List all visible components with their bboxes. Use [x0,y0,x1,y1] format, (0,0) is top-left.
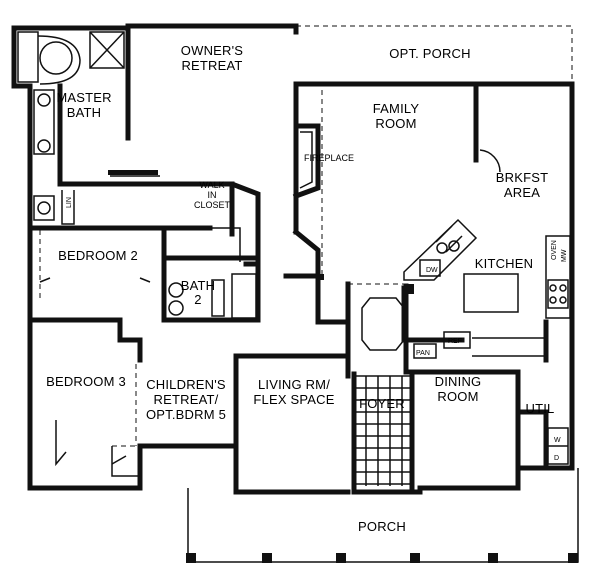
label-util: UTIL [526,401,555,416]
label-childrens-3: OPT.BDRM 5 [146,407,226,422]
label-bath-2-1: BATH [181,278,216,293]
label-living-1: LIVING RM/ [258,377,330,392]
exterior-walls [11,23,575,495]
label-porch: PORCH [358,519,406,534]
center-rooms [233,273,521,495]
label-walk-in-1: WALK [199,180,224,190]
label-dw: DW [426,267,438,274]
childrens-retreat [27,317,236,477]
label-walk-in-2: IN [208,190,217,200]
label-opt-porch: OPT. PORCH [389,46,470,61]
label-kitchen: KITCHEN [475,256,533,271]
bedroom-2 [27,225,213,343]
label-dryer: D [554,455,559,462]
bath-2 [161,255,261,323]
label-lin: LIN [66,197,73,208]
label-bedroom-3: BEDROOM 3 [46,374,126,389]
room-labels: OWNER'S RETREAT OPT. PORCH MASTER BATH F… [46,43,568,534]
label-family-room-2: ROOM [375,116,416,131]
kitchen [401,81,571,363]
label-walk-in-3: CLOSET [194,200,231,210]
front-porch [186,468,579,563]
label-childrens-1: CHILDREN'S [146,377,226,392]
fireplace [292,123,321,277]
label-living-2: FLEX SPACE [253,392,334,407]
label-pan: PAN [416,350,430,357]
label-master-bath-2: BATH [67,105,102,120]
label-dining-1: DINING [435,374,482,389]
label-bedroom-2: BEDROOM 2 [58,248,138,263]
label-brkfst-2: AREA [504,185,540,200]
label-childrens-2: RETREAT/ [154,392,219,407]
label-master-bath-1: MASTER [56,90,111,105]
master-bath [17,23,131,225]
label-mw: MW [561,249,568,262]
label-washer: W [554,437,561,444]
label-owners-retreat-2: RETREAT [181,58,242,73]
foyer-tiles [356,375,410,486]
label-ref: REF [448,338,462,345]
utility-room [515,409,569,471]
label-family-room-1: FAMILY [373,101,420,116]
label-owners-retreat-1: OWNER'S [181,43,244,58]
label-bath-2-2: 2 [194,292,201,307]
label-fireplace: FIREPLACE [304,153,354,163]
label-foyer: FOYER [359,396,405,411]
label-dining-2: ROOM [437,389,478,404]
label-brkfst-1: BRKFST [496,170,548,185]
label-oven: OVEN [551,240,558,260]
